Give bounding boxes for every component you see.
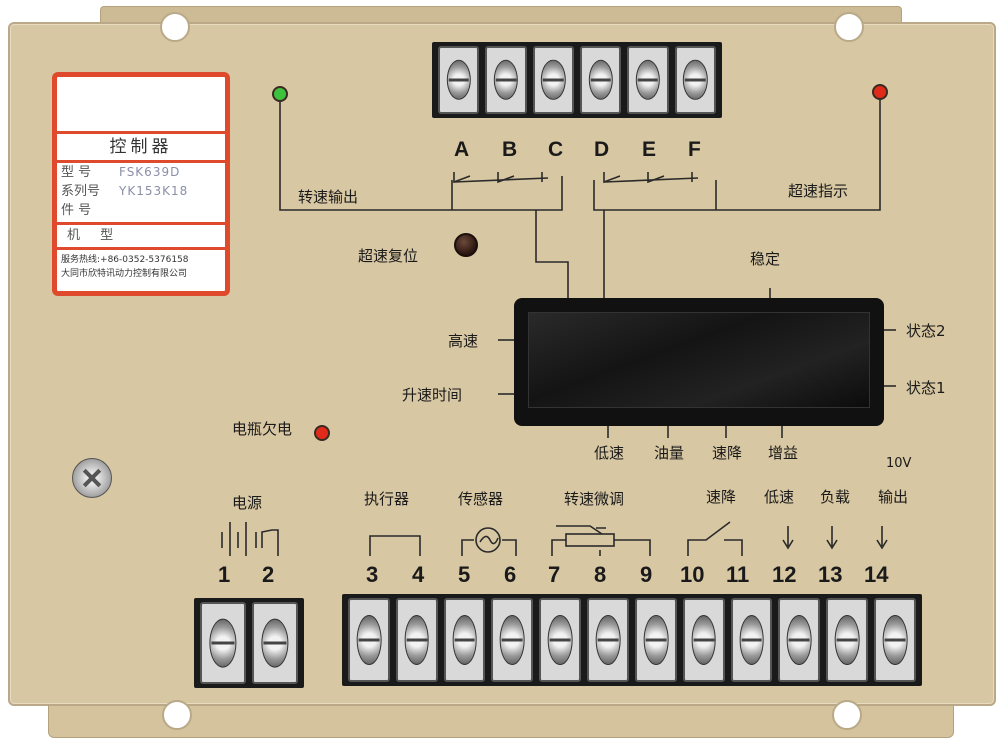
overspeed-indicator-label: 超速指示 xyxy=(788,182,849,200)
terminal-number-10: 10 xyxy=(680,562,705,587)
label-key: 型 号 xyxy=(61,165,92,180)
mounting-hole-top-right xyxy=(834,12,864,42)
label-company: 大同市欣特讯动力控制有限公司 xyxy=(61,269,188,279)
label-title: 控制器 xyxy=(57,134,225,163)
screw-terminal-5[interactable] xyxy=(443,598,486,682)
mounting-hole-bottom-left xyxy=(162,700,192,730)
load-group-label: 负载 xyxy=(820,488,851,506)
screw-terminal-14[interactable] xyxy=(874,598,916,682)
terminal-number-3: 3 xyxy=(366,562,379,587)
screw-terminal-7[interactable] xyxy=(539,598,582,682)
green-indicator-led xyxy=(272,86,288,102)
red-battery-led xyxy=(314,425,330,441)
terminal-number-5: 5 xyxy=(458,562,471,587)
label-value: FSK639D xyxy=(119,165,181,179)
status1-label: 状态1 xyxy=(906,379,946,397)
screw-terminal-9[interactable] xyxy=(634,598,677,682)
screw-terminal-f[interactable] xyxy=(674,46,716,114)
label-value: YK153K18 xyxy=(119,184,189,198)
terminal-number-4: 4 xyxy=(412,562,425,587)
fuel-pot-label: 油量 xyxy=(654,444,685,462)
screw-terminal-3[interactable] xyxy=(348,598,390,682)
status2-label: 状态2 xyxy=(906,322,946,340)
screw-terminal-1[interactable] xyxy=(200,602,246,684)
terminal-number-11: 11 xyxy=(726,562,750,587)
fine-tune-group-label: 转速微调 xyxy=(564,490,625,508)
output-group-label: 输出 xyxy=(878,488,909,506)
screw-terminal-10[interactable] xyxy=(682,598,725,682)
sensor-group-label: 传感器 xyxy=(458,490,504,508)
screw-terminal-2[interactable] xyxy=(252,602,298,684)
droop-group-label: 速降 xyxy=(706,488,737,506)
power-terminal-block xyxy=(194,598,304,688)
overspeed-reset-button[interactable] xyxy=(454,233,478,257)
label-key: 系列号 xyxy=(61,184,101,199)
screw-terminal-4[interactable] xyxy=(395,598,438,682)
screw-terminal-c[interactable] xyxy=(532,46,574,114)
label-row-part: 件 号 xyxy=(57,201,225,220)
label-footer: 服务热线:+86-0352-5376158 大同市欣特讯动力控制有限公司 xyxy=(57,250,225,284)
label-model-row: 机 型 xyxy=(57,222,225,250)
power-group-label: 电源 xyxy=(232,494,263,512)
screw-terminal-e[interactable] xyxy=(627,46,669,114)
low-speed-pot-label: 低速 xyxy=(594,444,625,462)
potentiometer-display-window xyxy=(514,298,884,426)
ramp-time-label: 升速时间 xyxy=(402,386,463,404)
terminal-number-7: 7 xyxy=(548,562,561,587)
terminal-number-2: 2 xyxy=(262,562,275,587)
main-terminal-block xyxy=(342,594,922,686)
stability-label: 稳定 xyxy=(750,250,781,268)
terminal-number-6: 6 xyxy=(504,562,517,587)
screw-terminal-a[interactable] xyxy=(438,46,480,114)
voltage-label: 10V xyxy=(886,456,912,471)
relay-letter-a: A xyxy=(454,138,470,161)
battery-low-label: 电瓶欠电 xyxy=(232,420,293,438)
mounting-hole-top-left xyxy=(160,12,190,42)
product-label-card: 控制器 型 号 FSK639D 系列号 YK153K18 件 号 机 型 服务热线:… xyxy=(52,72,230,296)
overspeed-reset-label: 超速复位 xyxy=(358,247,419,265)
screw-terminal-12[interactable] xyxy=(778,598,821,682)
terminal-number-13: 13 xyxy=(818,562,843,587)
mounting-hole-bottom-right xyxy=(832,700,862,730)
actuator-group-label: 执行器 xyxy=(364,490,410,508)
label-hotline: 服务热线:+86-0352-5376158 xyxy=(61,255,189,265)
terminal-number-14: 14 xyxy=(864,562,889,587)
relay-letter-e: E xyxy=(642,138,657,161)
label-row-type: 型 号 FSK639D xyxy=(57,163,225,182)
gain-pot-label: 增益 xyxy=(768,444,799,462)
phillips-screw-icon xyxy=(72,458,112,498)
label-blank-area xyxy=(57,77,225,134)
low-speed-group-label: 低速 xyxy=(764,488,795,506)
droop-pot-label: 速降 xyxy=(712,444,743,462)
label-key: 件 号 xyxy=(61,203,92,218)
terminal-number-9: 9 xyxy=(640,562,653,587)
high-speed-label: 高速 xyxy=(448,332,479,350)
relay-letter-b: B xyxy=(502,138,518,161)
terminal-number-1: 1 xyxy=(218,562,231,587)
label-row-series: 系列号 YK153K18 xyxy=(57,182,225,201)
red-overspeed-led xyxy=(872,84,888,100)
relay-letter-c: C xyxy=(548,138,564,161)
display-glass xyxy=(528,312,870,408)
screw-terminal-b[interactable] xyxy=(485,46,527,114)
screw-terminal-13[interactable] xyxy=(826,598,869,682)
relay-letter-f: F xyxy=(688,138,701,161)
top-terminal-block xyxy=(432,42,722,118)
terminal-number-8: 8 xyxy=(594,562,607,587)
screw-terminal-8[interactable] xyxy=(587,598,629,682)
screw-terminal-11[interactable] xyxy=(730,598,773,682)
screw-terminal-6[interactable] xyxy=(491,598,534,682)
terminal-number-12: 12 xyxy=(772,562,797,587)
speed-output-label: 转速输出 xyxy=(298,188,359,206)
screw-terminal-d[interactable] xyxy=(579,46,622,114)
relay-letter-d: D xyxy=(594,138,610,161)
